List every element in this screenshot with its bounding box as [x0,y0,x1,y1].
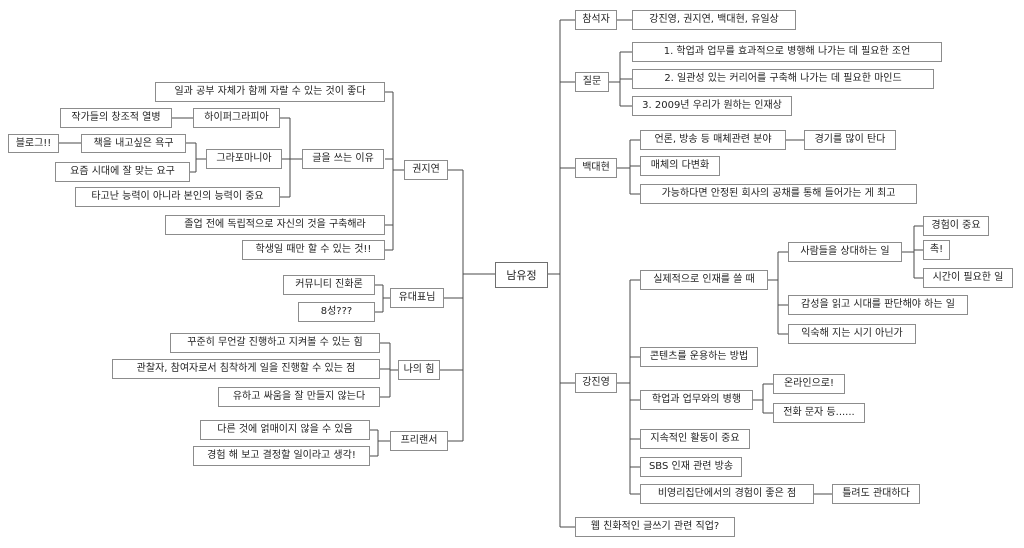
node-online[interactable]: 온라인으로! [773,374,845,394]
node-web-writing-jobs[interactable]: 웹 친화적인 글쓰기 관련 직업? [575,517,735,537]
node-enjoy-work-study[interactable]: 일과 공부 자체가 함께 자랄 수 있는 것이 좋다 [155,82,385,102]
node-my-strength[interactable]: 나의 힘 [398,360,440,380]
node-blog[interactable]: 블로그!! [8,134,59,153]
node-hypergraphia[interactable]: 하이퍼그라피아 [193,108,280,128]
node-eight-stars[interactable]: 8성??? [298,302,375,322]
node-questions[interactable]: 질문 [575,72,609,92]
node-media-field[interactable]: 언론, 방송 등 매체관련 분야 [640,130,786,150]
node-familiar-era[interactable]: 익숙해 지는 시기 아닌가 [788,324,916,344]
node-attendee-names[interactable]: 강진영, 권지연, 백대현, 유일상 [632,10,796,30]
node-decide-after-trying[interactable]: 경험 해 보고 결정할 일이라고 생각! [193,446,370,466]
node-stable-company[interactable]: 가능하다면 안정된 회사의 공채를 통해 들어가는 게 최고 [640,184,917,204]
node-tact[interactable]: 촉! [923,240,950,260]
node-economy-sensitive[interactable]: 경기를 많이 탄다 [804,130,896,150]
node-yudaepyonim[interactable]: 유대표님 [390,288,444,308]
node-hiring-practice[interactable]: 실제적으로 인재를 쓸 때 [640,270,768,290]
node-kwonjiyeon[interactable]: 권지연 [404,160,448,180]
node-read-era[interactable]: 감성을 읽고 시대를 판단해야 하는 일 [788,295,968,315]
node-reasons-writing[interactable]: 글을 쓰는 이유 [302,149,384,169]
node-attendees[interactable]: 참석자 [575,10,617,30]
node-q2[interactable]: 2. 일관성 있는 커리어를 구축해 나가는 데 필요한 마인드 [632,69,934,89]
node-nonprofit-experience[interactable]: 비영리집단에서의 경험이 좋은 점 [640,484,814,504]
node-graphomania[interactable]: 그라포마니아 [206,149,282,169]
node-q3[interactable]: 3. 2009년 우리가 원하는 인재상 [632,96,792,116]
node-desire-publish[interactable]: 책을 내고싶은 욕구 [81,134,186,153]
node-kangjinyoung[interactable]: 강진영 [575,373,617,393]
node-sbs-program[interactable]: SBS 인재 관련 방송 [640,457,742,477]
node-q1[interactable]: 1. 학업과 업무를 효과적으로 병행해 나가는 데 필요한 조언 [632,42,942,62]
node-not-bound[interactable]: 다른 것에 얽매이지 않을 수 있음 [200,420,370,440]
node-steady-progress[interactable]: 꾸준히 무언갈 진행하고 지켜볼 수 있는 힘 [170,333,380,353]
node-study-work-balance[interactable]: 학업과 업무와의 병행 [640,390,753,410]
node-content-management[interactable]: 콘텐츠를 운용하는 방법 [640,347,758,367]
node-own-ability[interactable]: 타고난 능력이 아니라 본인의 능력이 중요 [75,187,280,207]
node-media-diversify[interactable]: 매체의 다변화 [640,156,720,176]
node-build-own[interactable]: 졸업 전에 독립적으로 자신의 것을 구축해라 [165,215,385,235]
node-community-evolution[interactable]: 커뮤니티 진화론 [283,275,375,295]
node-baekdaehyun[interactable]: 백대현 [575,158,617,178]
node-dealing-people[interactable]: 사람들을 상대하는 일 [788,242,902,262]
node-experience-important[interactable]: 경험이 중요 [923,216,989,236]
node-era-demand[interactable]: 요즘 시대에 잘 맞는 요구 [55,162,190,182]
root-node[interactable]: 남유정 [495,262,548,288]
node-continuous-activity[interactable]: 지속적인 활동이 중요 [640,429,750,449]
node-takes-time[interactable]: 시간이 필요한 일 [923,268,1013,288]
node-phone-text[interactable]: 전화 문자 등...... [773,403,865,423]
node-observer-participant[interactable]: 관찰자, 참여자로서 침착하게 일을 진행할 수 있는 점 [112,359,380,379]
node-writers-passion[interactable]: 작가들의 창조적 열병 [60,108,172,128]
node-as-student[interactable]: 학생일 때만 할 수 있는 것!! [242,240,385,260]
node-freelancer[interactable]: 프리랜서 [390,431,448,451]
node-tolerant[interactable]: 틀려도 관대하다 [832,484,920,504]
node-gentle-no-fights[interactable]: 유하고 싸움을 잘 만들지 않는다 [218,387,380,407]
